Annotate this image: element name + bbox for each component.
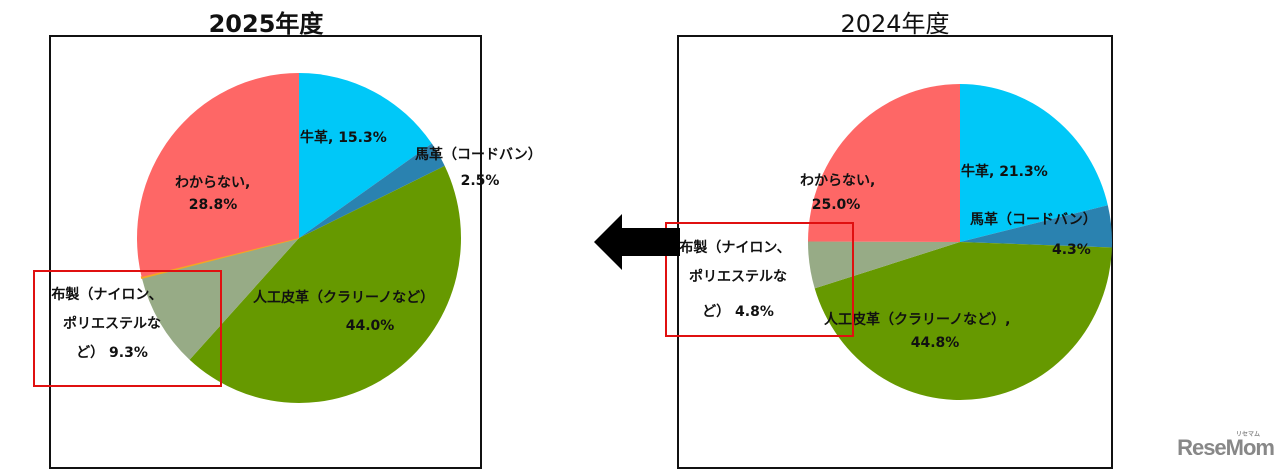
arrow-left-icon [594,214,680,270]
label-2025-artificial-name: 人工皮革（クラリーノなど） [253,290,435,306]
label-2025-unknown-name: わからない, [175,175,251,191]
pie-slice [189,165,462,404]
label-2025-cloth-line2: ポリエステルな [63,316,161,332]
chart-frame-2025 [49,35,482,469]
label-2024-cloth-line2: ポリエステルな [689,269,787,285]
label-2024-cow: 牛革, 21.3% [961,164,1048,180]
chart-title-2024: 2024年度 [840,10,950,38]
label-2025-cloth-line3: ど） 9.3% [76,345,148,361]
logo-text: ReseMom [1177,435,1275,460]
label-2024-cloth-line1: 布製（ナイロン、 [679,240,791,256]
label-2025-horse-name: 馬革（コードバン） [415,147,542,163]
resemom-logo: ReseMom リセマム [1177,432,1275,461]
label-2024-cloth-line3: ど） 4.8% [702,304,774,320]
pie-slice [814,242,1112,401]
pie-slice [960,84,1108,242]
label-2024-artificial-value: 44.8% [910,335,960,351]
label-2025-artificial-value: 44.0% [345,318,395,334]
pie-slice [808,241,960,289]
pie-slice [137,73,299,278]
pie-slice [960,205,1113,248]
highlight-box-2025 [33,270,222,387]
label-2025-cow: 牛革, 15.3% [300,130,387,146]
pie-slice [299,73,432,238]
chart-title-2025: 2025年度 [208,10,324,38]
pie-slice [808,84,960,242]
label-2025-horse-value: 2.5% [460,173,500,189]
pie-slice [299,143,445,238]
label-2024-unknown-value: 25.0% [811,197,861,213]
label-2025-unknown-value: 28.8% [188,197,238,213]
pie-slice [140,237,300,279]
highlight-box-2024 [665,222,854,337]
label-2025-cloth-line1: 布製（ナイロン、 [51,287,163,303]
label-2024-unknown-name: わからない, [800,173,876,189]
logo-ruby: リセマム [1235,432,1260,438]
label-2024-horse-name: 馬革（コードバン） [970,212,1097,228]
label-2024-artificial-name: 人工皮革（クラリーノなど）, [824,312,1011,328]
label-2024-horse-value: 4.3% [1052,242,1091,258]
